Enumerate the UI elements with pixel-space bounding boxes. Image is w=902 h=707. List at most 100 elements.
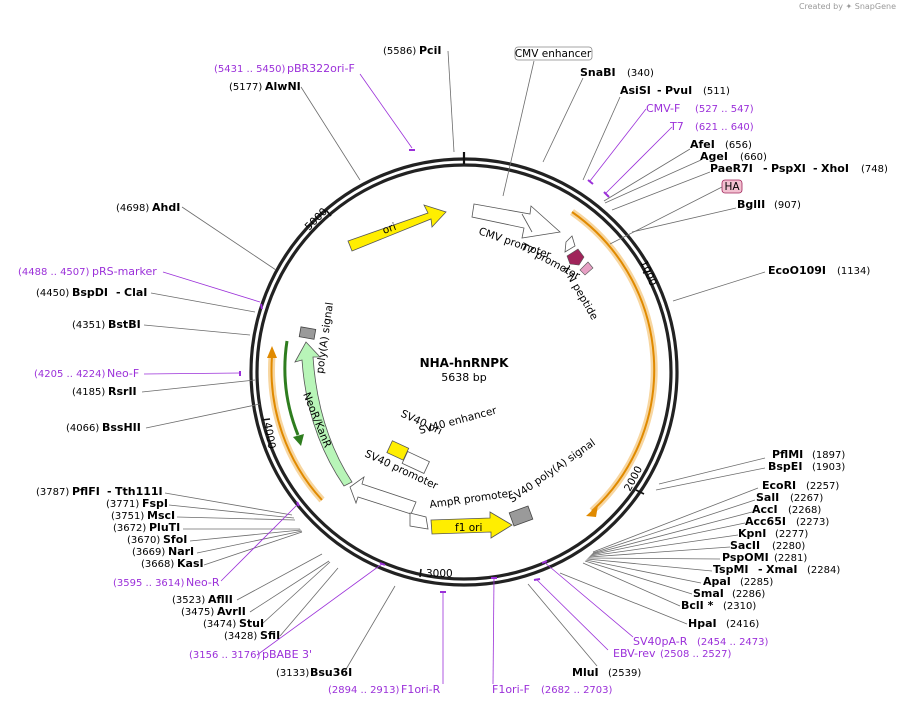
enzyme-name: PspXI — [771, 162, 806, 175]
enzyme-pos: (3474) — [203, 619, 236, 630]
enzyme-name: SmaI — [693, 587, 724, 600]
enzyme-labels: (5586) PciI SnaBI (340) AsiSI - PvuI (51… — [383, 44, 888, 679]
primer-pos: (2454 .. 2473) — [697, 637, 769, 648]
enzyme-name: SalI — [756, 491, 779, 504]
enzyme-name: PluTI — [149, 521, 180, 534]
enzyme-pos: (340) — [627, 68, 654, 79]
primer-pos: (2682 .. 2703) — [541, 685, 613, 696]
enzyme-pos: (2267) — [790, 493, 823, 504]
enzyme-name: SfoI — [163, 533, 187, 546]
enzyme-name: EcoRI — [762, 479, 796, 492]
created-by-text: Created by — [798, 2, 843, 11]
enzyme-name-alt: - — [763, 162, 768, 175]
enzyme-pos: (2539) — [608, 668, 641, 679]
enzyme-name: PciI — [419, 44, 441, 57]
enzyme-pos: (3670) — [127, 535, 160, 546]
enzyme-name: PflFI — [72, 485, 100, 498]
ori-label: ori — [381, 221, 398, 237]
app-name: SnapGene — [854, 2, 896, 11]
enzyme-name: Tth111I — [115, 485, 163, 498]
enzyme-pos: (3672) — [113, 523, 146, 534]
primer-leaders — [143, 73, 673, 685]
enzyme-pos: (2268) — [788, 505, 821, 516]
primer-pos: (621 .. 640) — [695, 122, 754, 133]
ha-callout: HA — [609, 179, 743, 245]
enzyme-name: Bsu36I — [310, 666, 352, 679]
primer-name: Neo-R — [186, 576, 220, 589]
sv40-polya-label: SV40 poly(A) signal — [507, 437, 598, 506]
enzyme-pos: (2277) — [775, 529, 808, 540]
primer-name: Neo-F — [107, 367, 139, 380]
cmv-enhancer-label: CMV enhancer — [515, 48, 592, 60]
enzyme-name: MluI — [572, 666, 599, 679]
enzyme-name: PflMI — [772, 448, 803, 461]
enzyme-pos: (1134) — [837, 266, 870, 277]
enzyme-pos: (3668) — [141, 559, 174, 570]
enzyme-pos: (4351) — [72, 320, 105, 331]
primer-name: EBV-rev — [613, 647, 656, 660]
enzyme-pos: (2285) — [740, 577, 773, 588]
enzyme-pos: (3751) — [111, 511, 144, 522]
snapgene-logo-icon: ✦ — [845, 2, 853, 11]
enzyme-name: BstBI — [108, 318, 141, 331]
primer-pos: (527 .. 547) — [695, 104, 754, 115]
n-peptide-feature: λ N peptide — [559, 248, 600, 322]
enzyme-name: AccI — [752, 503, 778, 516]
enzyme-pos: (3428) — [224, 631, 257, 642]
enzyme-name: BspEI — [768, 460, 802, 473]
ampr-promoter-label: AmpR promoter — [429, 487, 514, 511]
snapgene-credit: Created by ✦ SnapGene — [799, 2, 896, 11]
enzyme-name-alt: - — [116, 286, 121, 299]
tick-label: 1000 — [637, 258, 658, 287]
primer-labels: (5431 .. 5450) pBR322ori-F CMV-F (527 ..… — [18, 62, 769, 696]
orf-arc-right — [569, 209, 658, 517]
enzyme-name: PvuI — [665, 84, 692, 97]
tick-marks — [261, 152, 651, 578]
enzyme-name: SnaBI — [580, 66, 616, 79]
enzyme-labels-left: (3133) Bsu36I (3428) SfiI (3474) StuI (3… — [36, 80, 352, 679]
enzyme-pos: (656) — [725, 140, 752, 151]
enzyme-name-alt: - — [813, 162, 818, 175]
enzyme-pos: (4185) — [72, 387, 105, 398]
enzyme-leaders — [141, 50, 766, 672]
enzyme-pos: (1903) — [812, 462, 845, 473]
primer-name: F1ori-F — [492, 683, 530, 696]
ha-label: HA — [724, 181, 740, 193]
primer-name: F1ori-R — [401, 683, 441, 696]
enzyme-name-alt: - — [657, 84, 662, 97]
enzyme-pos: (748) — [861, 164, 888, 175]
enzyme-name: RsrII — [108, 385, 137, 398]
sv40-polya-feature: SV40 poly(A) signal — [507, 437, 598, 527]
orf-arc-left — [267, 346, 325, 503]
enzyme-name: MscI — [147, 509, 175, 522]
enzyme-pos: (2416) — [726, 619, 759, 630]
enzyme-pos: (3523) — [172, 595, 205, 606]
cmv-enhancer-callout: CMV enhancer — [502, 46, 593, 197]
enzyme-pos: (3669) — [132, 547, 165, 558]
enzyme-name: KpnI — [738, 527, 766, 540]
enzyme-pos: (660) — [740, 152, 767, 163]
enzyme-pos: (4450) — [36, 288, 69, 299]
f1-ori-feature: f1 ori — [430, 511, 513, 539]
f1-ori-label: f1 ori — [455, 522, 482, 534]
enzyme-pos: (2273) — [796, 517, 829, 528]
plasmid-name: NHA-hnRNPK — [420, 356, 510, 370]
primer-name: SV40pA-R — [633, 635, 688, 648]
enzyme-name: SacII — [730, 539, 760, 552]
enzyme-pos: (2284) — [807, 565, 840, 576]
enzyme-name: AvrII — [217, 605, 246, 618]
enzyme-name: EcoO109I — [768, 264, 826, 277]
primer-name: pBR322ori-F — [287, 62, 355, 75]
enzyme-name: TspMI — [713, 563, 749, 576]
primer-pos: (2894 .. 2913) — [328, 685, 400, 696]
enzyme-name: Acc65I — [745, 515, 786, 528]
enzyme-name: BspDI — [72, 286, 108, 299]
enzyme-pos: (3475) — [181, 607, 214, 618]
plasmid-length: 5638 bp — [441, 371, 486, 384]
primer-name: pBABE 3' — [262, 648, 312, 661]
enzyme-pos: (4066) — [66, 423, 99, 434]
enzyme-name: BssHII — [102, 421, 141, 434]
enzyme-name: XhoI — [821, 162, 849, 175]
enzyme-name: FspI — [142, 497, 168, 510]
